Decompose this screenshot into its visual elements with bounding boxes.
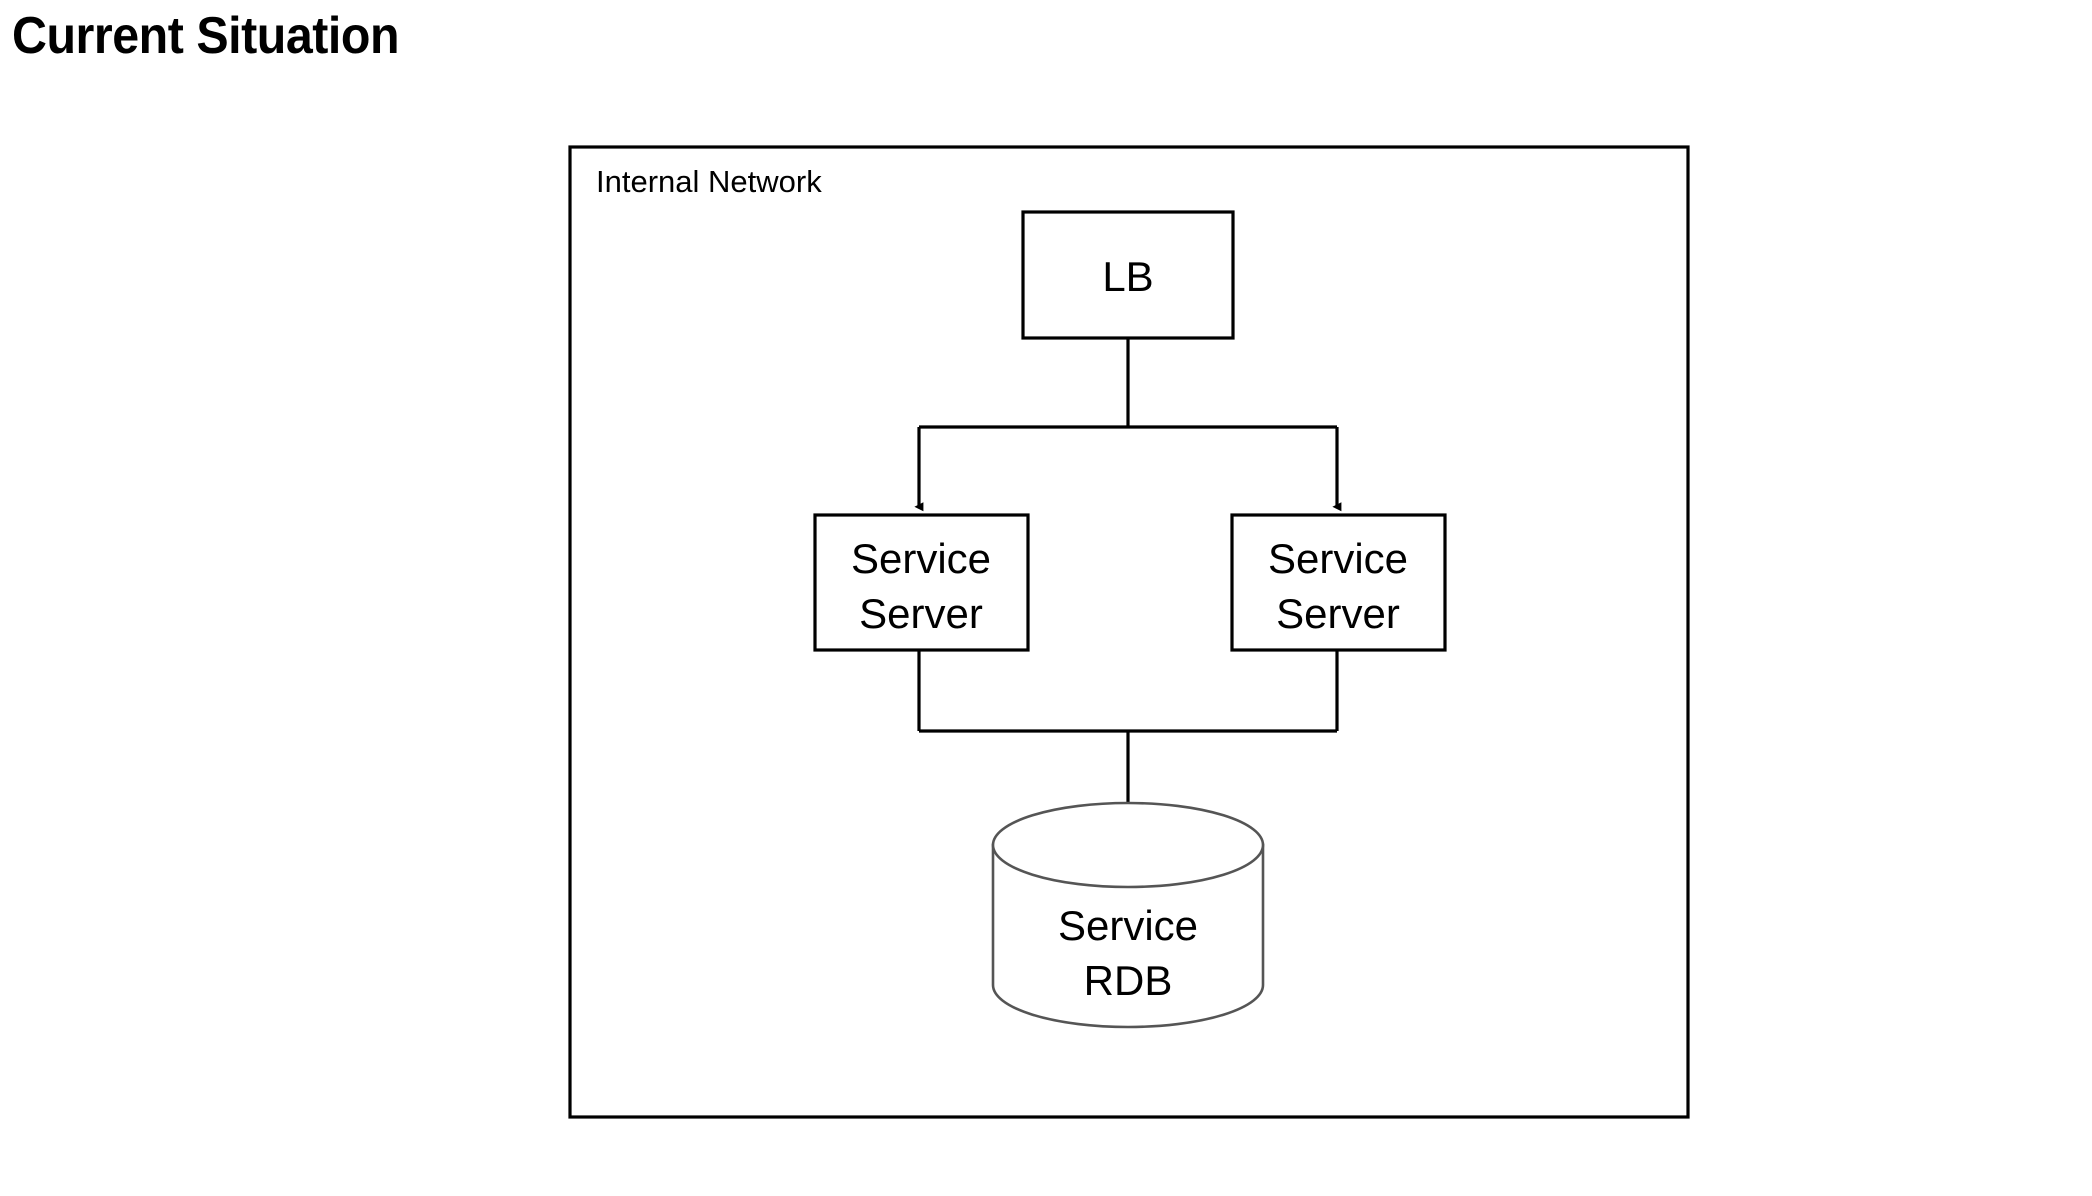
service-server-right-label-line1: Service — [1268, 535, 1408, 582]
internal-network-label: Internal Network — [596, 164, 822, 199]
service-rdb-label-line1: Service — [1058, 902, 1198, 949]
node-service-server-left[interactable]: Service Server — [813, 513, 1030, 652]
service-rdb-cylinder-body[interactable] — [991, 843, 1265, 1029]
service-server-right-box[interactable] — [1230, 513, 1447, 652]
service-rdb-label-line2: RDB — [1084, 957, 1173, 1004]
edge-lb-to-servers — [914, 338, 1342, 512]
service-server-left-label-line1: Service — [851, 535, 991, 582]
node-service-server-right[interactable]: Service Server — [1230, 513, 1447, 652]
service-server-left-label-line2: Server — [859, 590, 983, 637]
service-server-left-box[interactable] — [813, 513, 1030, 652]
lb-box[interactable] — [1021, 210, 1235, 340]
node-service-rdb[interactable]: Service RDB — [991, 801, 1265, 1029]
lb-label: LB — [1102, 253, 1153, 300]
page-title: Current Situation — [12, 7, 400, 65]
service-server-right-label-line2: Server — [1276, 590, 1400, 637]
service-rdb-cylinder-top — [991, 801, 1265, 889]
node-lb[interactable]: LB — [1021, 210, 1235, 340]
